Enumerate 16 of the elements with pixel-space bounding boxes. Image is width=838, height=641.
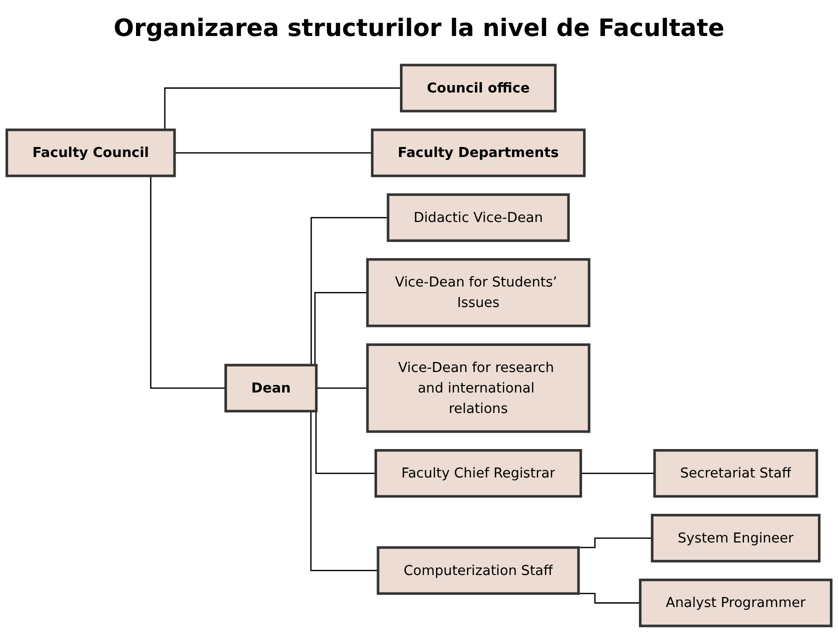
node-box: Council office xyxy=(400,64,557,112)
node-box: Computerization Staff xyxy=(376,546,580,595)
node-box: Analyst Programmer xyxy=(638,578,832,628)
node-box: Faculty Chief Registrar xyxy=(374,449,582,498)
node-box: Vice-Dean for research and international relations xyxy=(366,343,590,433)
node-box: Dean xyxy=(224,364,318,412)
node-box: Didactic Vice-Dean xyxy=(386,193,570,242)
node-box: Faculty Departments xyxy=(370,128,586,178)
connector xyxy=(316,387,368,389)
node-box: Secretariat Staff xyxy=(653,449,818,498)
diagram-title: Organizarea structurilor la nivel de Facultate xyxy=(114,14,724,42)
connector xyxy=(580,472,655,474)
connector xyxy=(174,152,372,154)
node-box: Faculty Council xyxy=(6,128,176,178)
node-box: System Engineer xyxy=(650,514,821,562)
node-box: Vice-Dean for Students’ Issues xyxy=(366,258,590,328)
